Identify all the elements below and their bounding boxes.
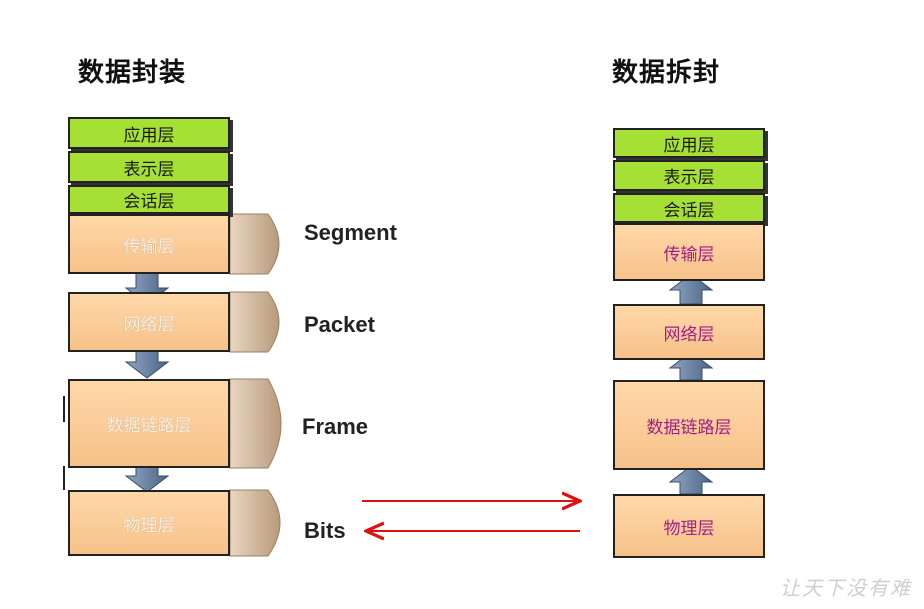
up-arrow-1: [668, 273, 714, 305]
left-transport-layer: 传输层: [68, 214, 230, 274]
decapsulation-title: 数据拆封: [612, 58, 721, 88]
down-arrow-2: [124, 347, 170, 379]
left-physical-layer: 物理层: [68, 490, 230, 556]
up-arrow-3: [668, 465, 714, 495]
pdu-segment: Segment: [304, 220, 397, 245]
frame-tab: [229, 378, 282, 469]
watermark: 让天下没有难: [780, 576, 912, 600]
right-datalink-layer: 数据链路层: [613, 380, 765, 470]
left-session-layer: 会话层: [68, 185, 230, 214]
pdu-bits: Bits: [304, 518, 346, 543]
left-network-layer: 网络层: [68, 292, 230, 352]
right-presentation-layer: 表示层: [613, 160, 765, 191]
right-physical-layer: 物理层: [613, 494, 765, 558]
left-application-layer: 应用层: [68, 117, 230, 149]
right-application-layer: 应用层: [613, 128, 765, 158]
left-presentation-layer: 表示层: [68, 151, 230, 183]
left-datalink-layer: 数据链路层: [68, 379, 230, 468]
pdu-frame: Frame: [302, 414, 369, 439]
encapsulation-title: 数据封装: [78, 58, 187, 88]
right-transport-layer: 传输层: [613, 223, 765, 281]
segment-tab: [229, 213, 280, 275]
pdu-packet: Packet: [304, 312, 375, 337]
up-arrow-2: [668, 351, 714, 381]
packet-tab: [229, 291, 280, 353]
right-session-layer: 会话层: [613, 193, 765, 223]
bits-tab: [229, 489, 281, 557]
right-network-layer: 网络层: [613, 304, 765, 360]
